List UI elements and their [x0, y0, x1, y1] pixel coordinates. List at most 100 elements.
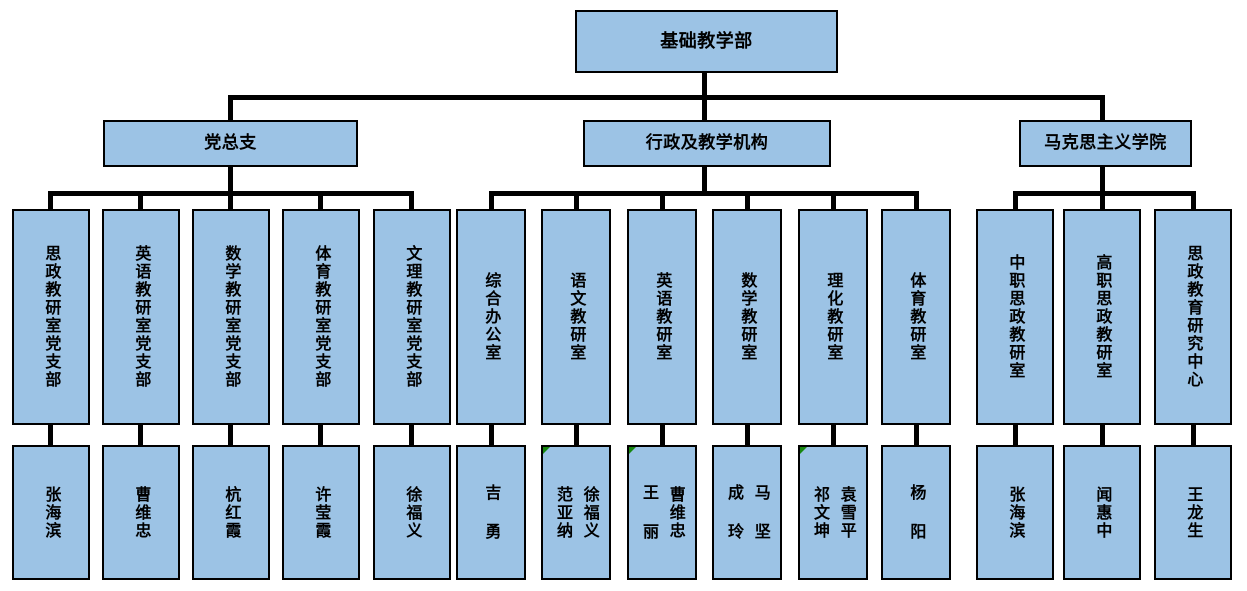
node-person-1[interactable]: 张海滨: [12, 445, 90, 580]
node-dept-2-label: 英语教研室党支部: [132, 245, 152, 389]
connector-person-drop-5: [409, 425, 414, 447]
connector-groupC-stem: [1100, 167, 1105, 193]
connector-groupB-drop-5: [831, 191, 836, 211]
connector-groupC-drop-3: [1191, 191, 1196, 211]
node-person-12-name-1: 张海滨: [1006, 485, 1026, 540]
node-dept-3-label: 数学教研室党支部: [222, 245, 242, 389]
node-person-13[interactable]: 闻惠中: [1063, 445, 1141, 580]
node-person-14[interactable]: 王龙生: [1154, 445, 1232, 580]
node-person-10-name-1: 袁雪平: [837, 485, 857, 540]
connector-level2-drop-2: [702, 95, 707, 122]
node-dept-6[interactable]: 综合办公室: [456, 209, 526, 425]
node-dept-13[interactable]: 高职思政教研室: [1063, 209, 1141, 425]
connector-groupB-bus: [489, 191, 919, 196]
connector-groupA-stem: [228, 167, 233, 193]
node-person-9-name-1: 马 坚: [751, 484, 771, 541]
node-person-3-name-1: 杭红霞: [222, 485, 242, 540]
node-dept-12[interactable]: 中职思政教研室: [976, 209, 1054, 425]
node-dept-10[interactable]: 理化教研室: [798, 209, 868, 425]
node-dept-12-label: 中职思政教研室: [1006, 254, 1026, 380]
node-person-5-name-1: 徐福义: [403, 485, 423, 540]
node-dept-10-label: 理化教研室: [824, 272, 844, 362]
node-person-2-name-1: 曹维忠: [132, 485, 152, 540]
node-person-6-name-1: 吉 勇: [482, 484, 502, 541]
connector-groupB-drop-6: [914, 191, 919, 211]
node-person-3[interactable]: 杭红霞: [192, 445, 270, 580]
connector-level2-drop-1: [228, 95, 233, 122]
connector-person-drop-6: [489, 425, 494, 447]
node-person-11[interactable]: 杨 阳: [881, 445, 951, 580]
node-party-branch-label: 党总支: [204, 133, 257, 154]
node-person-5[interactable]: 徐福义: [373, 445, 451, 580]
node-dept-5[interactable]: 文理教研室党支部: [373, 209, 451, 425]
connector-groupA-drop-4: [318, 191, 323, 211]
connector-groupB-drop-3: [660, 191, 665, 211]
connector-person-drop-1: [48, 425, 53, 447]
connector-person-drop-10: [831, 425, 836, 447]
node-dept-2[interactable]: 英语教研室党支部: [102, 209, 180, 425]
node-person-8[interactable]: 曹维忠 王 丽: [627, 445, 697, 580]
connector-groupB-stem: [702, 167, 707, 193]
connector-groupB-drop-1: [489, 191, 494, 211]
connector-groupC-drop-2: [1100, 191, 1105, 211]
node-person-9[interactable]: 马 坚 成 玲: [712, 445, 782, 580]
node-admin-teaching[interactable]: 行政及教学机构: [583, 120, 831, 167]
node-root-label: 基础教学部: [660, 30, 753, 52]
node-dept-14-label: 思政教育研究中心: [1184, 245, 1204, 389]
connector-root-stem: [702, 73, 707, 96]
node-person-13-name-1: 闻惠中: [1093, 485, 1113, 540]
node-root[interactable]: 基础教学部: [575, 10, 838, 73]
node-person-7-name-2: 范亚纳: [554, 485, 573, 540]
node-dept-7-label: 语文教研室: [567, 272, 587, 362]
node-person-4[interactable]: 许莹霞: [282, 445, 360, 580]
connector-level2-bus: [228, 95, 1105, 100]
revision-flag-icon: [543, 447, 550, 454]
node-person-8-name-2: 王 丽: [640, 484, 659, 541]
connector-groupA-drop-1: [48, 191, 53, 211]
node-dept-14[interactable]: 思政教育研究中心: [1154, 209, 1232, 425]
connector-person-drop-13: [1100, 425, 1105, 447]
node-dept-4-label: 体育教研室党支部: [312, 245, 332, 389]
node-person-4-name-1: 许莹霞: [312, 485, 332, 540]
connector-groupA-drop-5: [409, 191, 414, 211]
connector-person-drop-14: [1191, 425, 1196, 447]
node-dept-9[interactable]: 数学教研室: [712, 209, 782, 425]
connector-groupB-drop-2: [574, 191, 579, 211]
node-admin-teaching-label: 行政及教学机构: [645, 133, 769, 154]
connector-person-drop-4: [318, 425, 323, 447]
revision-flag-icon: [629, 447, 636, 454]
connector-groupC-drop-1: [1013, 191, 1018, 211]
node-dept-3[interactable]: 数学教研室党支部: [192, 209, 270, 425]
node-person-12[interactable]: 张海滨: [976, 445, 1054, 580]
node-marxism-college[interactable]: 马克思主义学院: [1019, 120, 1192, 167]
connector-person-drop-7: [574, 425, 579, 447]
node-dept-1[interactable]: 思政教研室党支部: [12, 209, 90, 425]
node-person-10-name-2: 祁文坤: [811, 485, 830, 540]
node-person-2[interactable]: 曹维忠: [102, 445, 180, 580]
node-dept-9-label: 数学教研室: [738, 272, 758, 362]
connector-groupA-drop-2: [138, 191, 143, 211]
node-person-7[interactable]: 徐福义 范亚纳: [541, 445, 611, 580]
node-person-6[interactable]: 吉 勇: [456, 445, 526, 580]
node-dept-4[interactable]: 体育教研室党支部: [282, 209, 360, 425]
node-dept-7[interactable]: 语文教研室: [541, 209, 611, 425]
connector-person-drop-2: [138, 425, 143, 447]
node-person-11-name-1: 杨 阳: [907, 484, 927, 541]
connector-person-drop-8: [660, 425, 665, 447]
connector-groupA-drop-3: [228, 191, 233, 211]
node-dept-5-label: 文理教研室党支部: [403, 245, 423, 389]
node-dept-6-label: 综合办公室: [482, 272, 502, 362]
node-person-8-name-1: 曹维忠: [666, 485, 686, 540]
connector-person-drop-9: [745, 425, 750, 447]
node-person-9-name-2: 成 玲: [725, 484, 744, 541]
connector-person-drop-3: [228, 425, 233, 447]
node-dept-8[interactable]: 英语教研室: [627, 209, 697, 425]
node-dept-13-label: 高职思政教研室: [1093, 254, 1113, 380]
node-person-7-name-1: 徐福义: [580, 485, 600, 540]
node-party-branch[interactable]: 党总支: [103, 120, 358, 167]
node-dept-8-label: 英语教研室: [653, 272, 673, 362]
node-dept-11[interactable]: 体育教研室: [881, 209, 951, 425]
revision-flag-icon: [800, 447, 807, 454]
node-person-10[interactable]: 袁雪平 祁文坤: [798, 445, 868, 580]
